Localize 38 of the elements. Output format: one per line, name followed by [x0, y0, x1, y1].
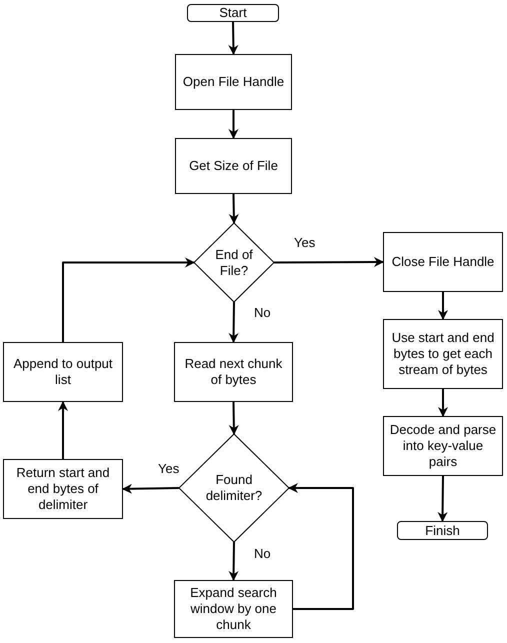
process-box — [383, 232, 503, 292]
arrow — [228, 194, 239, 224]
process-box — [174, 342, 293, 402]
node-label: Start — [218, 5, 248, 21]
node-label: Found delimiter? — [204, 472, 264, 504]
process-box — [3, 342, 123, 402]
node-label: Expand search window by one chunk — [189, 585, 278, 633]
node-label: Decode and parse into key-value pairs — [388, 422, 498, 470]
arrow — [62, 258, 195, 342]
arrow — [228, 302, 239, 343]
arrow — [228, 542, 239, 581]
process-box — [383, 416, 503, 476]
process-box — [175, 54, 292, 110]
arrow — [122, 484, 180, 494]
node-label: Close File Handle — [390, 254, 496, 270]
node-label: End of File? — [214, 246, 254, 278]
node-label: Return start and end bytes of delimiter — [15, 465, 111, 513]
process-box — [175, 138, 292, 194]
arrow — [274, 257, 384, 268]
terminal-box — [187, 4, 279, 22]
arrow — [228, 22, 238, 55]
process-box — [174, 580, 293, 638]
node-label: Append to output list — [12, 356, 114, 388]
terminal-box — [397, 521, 488, 540]
arrow — [438, 292, 448, 320]
node-label: Use start and end bytes to get each stream of bytes — [390, 330, 496, 378]
node-label: Open File Handle — [182, 74, 286, 90]
arrow — [228, 110, 238, 139]
process-box — [383, 319, 503, 389]
node-label: Get Size of File — [188, 158, 279, 174]
arrow — [58, 401, 68, 459]
arrow — [228, 402, 239, 435]
arrow — [438, 476, 448, 522]
node-label: Finish — [424, 522, 461, 538]
process-box — [3, 459, 123, 519]
arrow — [438, 389, 448, 417]
arrow — [288, 483, 354, 610]
node-label: Read next chunk of bytes — [184, 356, 284, 388]
